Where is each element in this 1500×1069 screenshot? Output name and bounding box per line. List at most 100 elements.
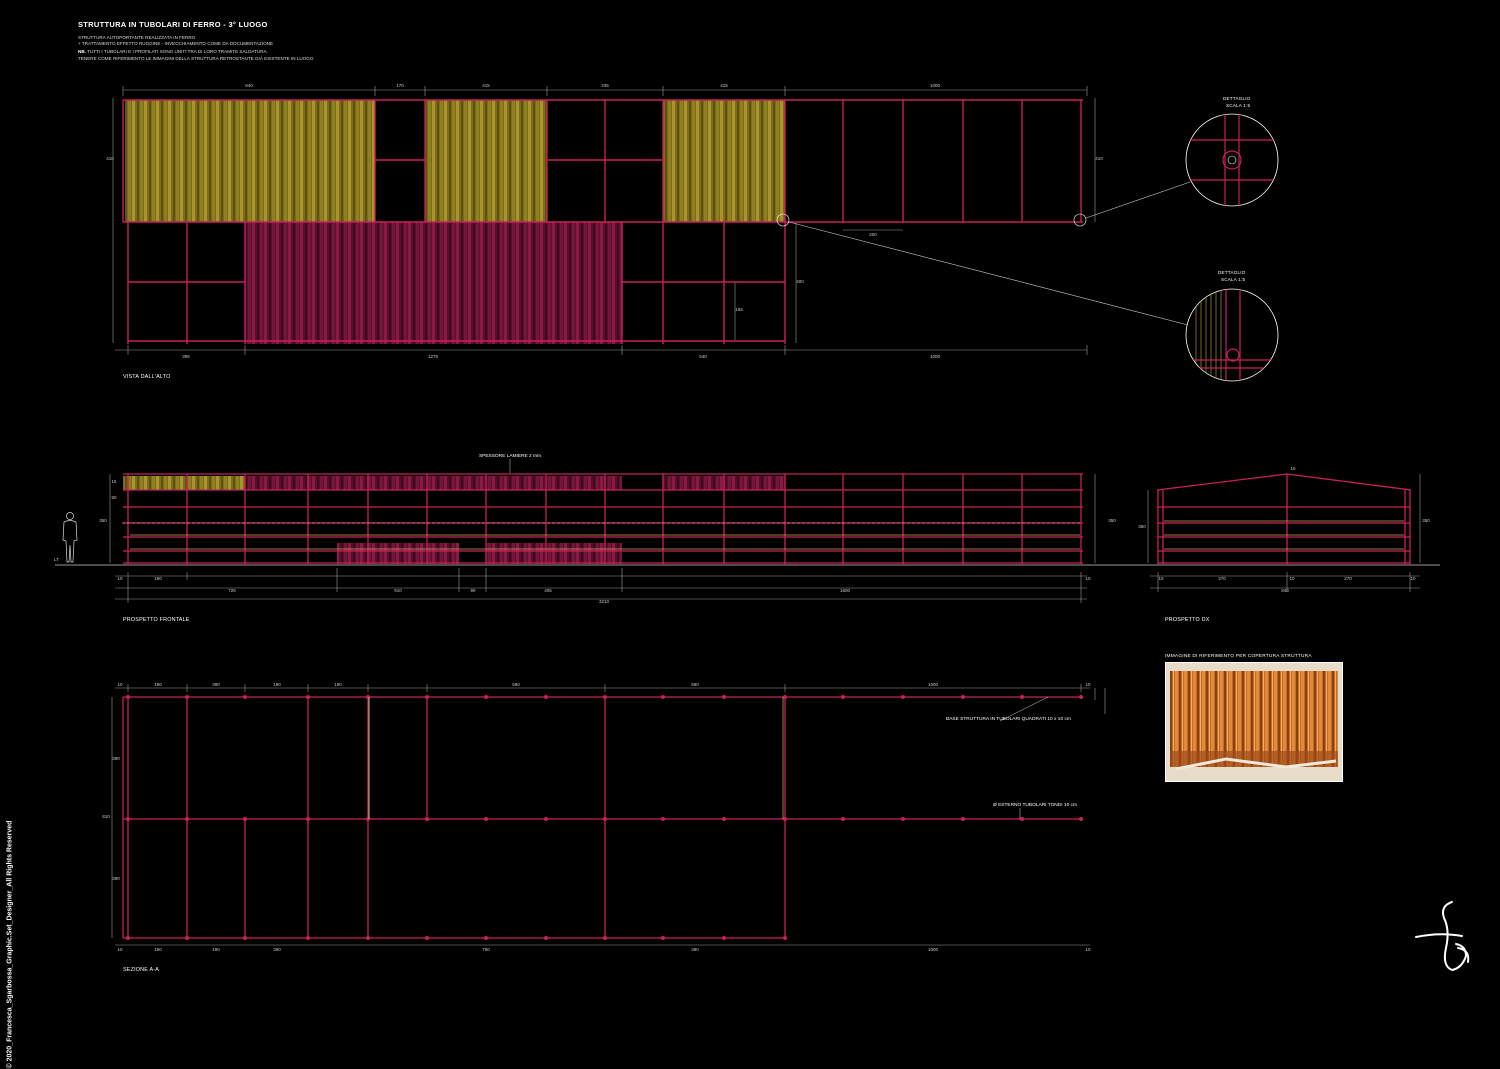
human-figure [62, 512, 78, 563]
dim-label: 840 [245, 83, 253, 88]
dim-label: 50 [111, 495, 117, 500]
front-lower-panel [337, 543, 459, 564]
note-prefix: NB. [78, 49, 86, 55]
detail-2 [1185, 288, 1279, 382]
side-dimensions [1147, 474, 1421, 592]
dim-label: 590 [512, 682, 520, 687]
section-view: 10 190 390 190 190 590 590 1000 10 10 19… [102, 682, 1106, 952]
sheet-thickness-note: SPESSORE LAMIERE 2 mm [479, 453, 541, 459]
dim-label: 10 [1085, 947, 1091, 952]
title-line: + TRATTAMENTO EFFETTO RUGGINE - INVECCHI… [78, 41, 274, 47]
reference-photo [1165, 662, 1343, 782]
front-lower-panel [486, 543, 622, 564]
dim-label: 790 [482, 947, 490, 952]
front-dim-labels: 10 190 725 910 90 405 1600 10 3210 15 50… [99, 479, 1116, 604]
cover-panel-olive [425, 100, 547, 222]
dim-label: 200 [869, 232, 877, 237]
detail-scale: SCALA 1:5 [1226, 103, 1251, 108]
dim-label: 1000 [930, 354, 941, 359]
dim-label: 415 [720, 83, 728, 88]
dim-label: 10 [117, 947, 123, 952]
dim-label: 410 [106, 156, 114, 161]
copyright-credit: © 2020_Francesca_Sgarbossa_Graphic.Set_D… [6, 820, 14, 1069]
dim-label: 390 [112, 876, 120, 881]
cover-panel-maroon [245, 222, 622, 344]
dim-label: 10 [117, 576, 123, 581]
dim-label: 10 [1410, 576, 1416, 581]
cover-panel-olive [663, 100, 785, 222]
top-view-frame [122, 99, 1083, 344]
side-frame [1156, 473, 1412, 564]
dim-label: 390 [691, 947, 699, 952]
note-line: TUTTI I TUBOLARI E I PROFILATI SONO UNIT… [85, 49, 268, 55]
dim-label: 350 [1138, 524, 1146, 529]
dim-label: 1000 [928, 682, 939, 687]
dim-label: 90 [470, 588, 476, 593]
view-label-section: SEZIONE A-A [123, 967, 160, 973]
detail-title: DETTAGLIO [1218, 270, 1246, 275]
detail-1 [1185, 113, 1279, 207]
view-label-top: VISTA DALL'ALTO [123, 374, 171, 380]
dim-label: 10 [117, 682, 123, 687]
dim-label: 1000 [930, 83, 941, 88]
base-structure-note: BASE STRUTTURA IN TUBOLARI QUADRATI 10 x… [946, 716, 1071, 722]
side-elevation: 10 270 10 270 10 840 350 15 350 [1138, 466, 1430, 593]
dim-label: 3210 [599, 599, 610, 604]
dim-label: 390 [273, 947, 281, 952]
dim-label: 350 [99, 518, 107, 523]
dim-label: 190 [334, 682, 342, 687]
dim-label: 405 [544, 588, 552, 593]
side-dim-labels: 10 270 10 270 10 840 350 15 350 [1138, 466, 1430, 593]
dim-label: 270 [1218, 576, 1226, 581]
dim-label: 335 [601, 83, 609, 88]
section-nodes [126, 695, 1083, 940]
detail-title: DETTAGLIO [1223, 96, 1251, 101]
dim-label: 910 [394, 588, 402, 593]
front-dimensions [109, 474, 1096, 603]
dim-label: 10 [1289, 576, 1295, 581]
dim-label: 170 [396, 83, 404, 88]
dim-label: 350 [1108, 518, 1116, 523]
dim-label: 410 [1095, 156, 1103, 161]
dim-label: 540 [699, 354, 707, 359]
dim-label: 725 [228, 588, 236, 593]
detail-scale: SCALA 1:5 [1221, 277, 1246, 282]
dim-label: 810 [102, 814, 110, 819]
section-dim-labels: 10 190 390 190 190 590 590 1000 10 10 19… [102, 682, 1091, 952]
title-line: STRUTTURA AUTOPORTANTE REALIZZATA IN FER… [78, 35, 196, 40]
detail-marker [1073, 213, 1087, 227]
dim-label: 390 [212, 682, 220, 687]
leader-line [999, 696, 1049, 722]
dim-label: 1600 [840, 588, 851, 593]
top-view: 840 170 415 335 415 1000 395 1275 540 10… [106, 83, 1191, 359]
title-block: STRUTTURA IN TUBOLARI DI FERRO - 3° LUOG… [78, 20, 498, 62]
round-tube-note: Ø ESTERNO TUBOLARI TONDI 10 cm [993, 802, 1077, 808]
view-label-front: PROSPETTO FRONTALE [123, 617, 190, 623]
dim-label: 190 [154, 682, 162, 687]
note-line: TENERE COME RIFERIMENTO LE IMMAGINI DELL… [78, 55, 314, 61]
dim-label: 190 [154, 576, 162, 581]
view-label-side: PROSPETTO DX [1165, 617, 1210, 623]
signature-logo [1415, 901, 1470, 972]
dim-label: 10 [1158, 576, 1164, 581]
top-view-dimensions [112, 86, 1096, 355]
dim-label: 15 [1290, 466, 1296, 471]
front-elevation: 10 190 725 910 90 405 1600 10 3210 15 50… [54, 453, 1440, 604]
front-rails [130, 534, 1080, 550]
ground-label: LT [54, 557, 59, 562]
detail-leader [1085, 181, 1191, 219]
dim-label: 190 [273, 682, 281, 687]
dim-label: 400 [796, 279, 804, 284]
front-band-maroon [245, 476, 622, 490]
cover-panel-olive [125, 100, 375, 222]
rust-fence-image [1166, 663, 1342, 781]
dim-label: 10 [1085, 682, 1091, 687]
dim-label: 190 [212, 947, 220, 952]
top-view-dimension-labels: 840 170 415 335 415 1000 395 1275 540 10… [106, 83, 1103, 359]
dim-label: 840 [1281, 588, 1289, 593]
dim-label: 165 [735, 307, 743, 312]
detail-marker [776, 213, 790, 227]
dim-label: 1000 [928, 947, 939, 952]
dim-label: 1275 [428, 354, 439, 359]
dim-label: 390 [112, 756, 120, 761]
